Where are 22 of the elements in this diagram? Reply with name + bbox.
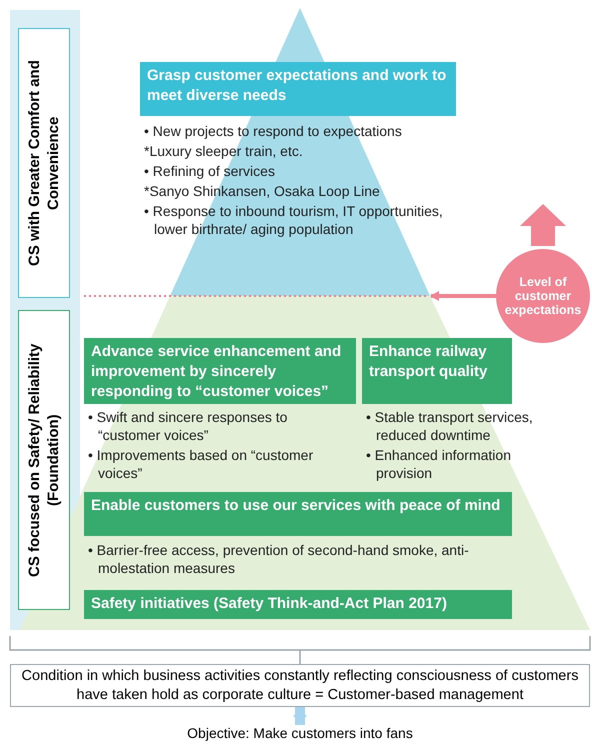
bullet-text: • Swift and sincere responses to “customer voices” xyxy=(88,408,288,444)
heading-banner: Safety initiatives (Safety Think-and-Act Plan 2017) xyxy=(84,590,512,619)
heading-banner: Advance service enhancement and improvement by sincerely responding to “customer voices” xyxy=(84,338,356,404)
callout-circle: Level of customer expectations xyxy=(496,249,590,343)
category-title: CS with Greater Comfort and Convenience xyxy=(25,59,63,268)
bullet-text: • Refining of services xyxy=(144,162,276,180)
objective-text: Objective: Make customers into fans xyxy=(100,725,500,744)
bullet-text: *Sanyo Shinkansen, Osaka Loop Line xyxy=(144,182,381,200)
heading-banner: Enhance railway transport quality xyxy=(362,338,512,404)
bullet-text: *Luxury sleeper train, etc. xyxy=(144,142,304,160)
bullet-text: • Barrier-free access, prevention of second-hand smoke, anti-molestation measures xyxy=(88,541,470,577)
category-title: CS focused on Safety/ Reliability (Foundation) xyxy=(25,342,63,579)
statement-box: Condition in which business activities constantly reflecting consciousness of customers have taken hold as corporate culture = Customer-based management xyxy=(10,664,590,707)
bullet-text: • Enhanced information provision xyxy=(366,446,512,482)
heading-banner: Enable customers to use our services with peace of mind xyxy=(84,492,512,536)
bullet-text: • Improvements based on “customer voices” xyxy=(88,446,314,482)
heading-banner: Grasp customer expectations and work to meet diverse needs xyxy=(140,62,456,116)
bullet-text: • Response to inbound tourism, IT opportunities, lower birthrate/ aging population xyxy=(144,202,444,238)
category-band xyxy=(18,310,70,610)
bullet-text: • Stable transport services, reduced downtime xyxy=(366,408,534,444)
bullet-text: • New projects to respond to expectations xyxy=(144,122,403,140)
category-band xyxy=(18,28,70,298)
